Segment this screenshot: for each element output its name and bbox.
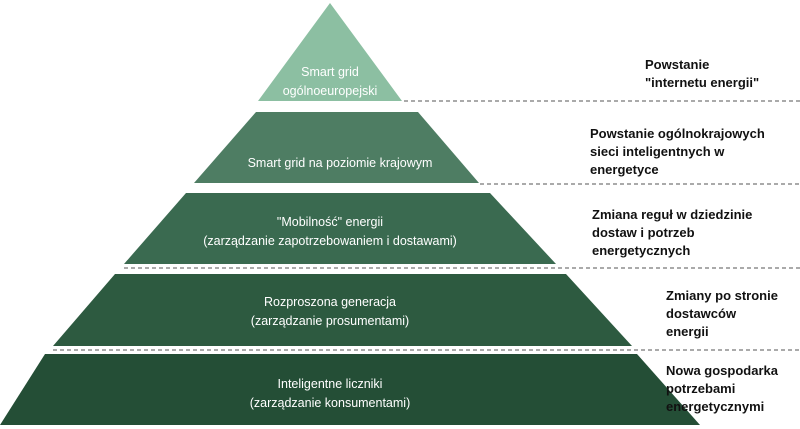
- note-2: Powstanie ogólnokrajowych sieci intelige…: [590, 125, 765, 179]
- note-4-line-3: energii: [666, 324, 709, 339]
- tier-5-shape: [0, 354, 700, 425]
- tier-2-line-1: Smart grid na poziomie krajowym: [247, 156, 433, 170]
- tier-4-shape: [53, 274, 632, 346]
- tier-3-shape: [124, 193, 556, 264]
- note-5-line-1: Nowa gospodarka: [666, 363, 778, 378]
- note-3-line-3: energetycznych: [592, 243, 691, 258]
- tier-1-line-2: ogólnoeuropejski: [282, 84, 378, 98]
- note-4: Zmiany po stronie dostawców energii: [666, 287, 778, 341]
- note-5-line-2: potrzebami: [666, 381, 736, 396]
- note-3-line-2: dostaw i potrzeb: [592, 225, 695, 240]
- note-5-line-3: energetycznymi: [666, 399, 765, 414]
- note-3: Zmiana reguł w dziedzinie dostaw i potrz…: [592, 206, 752, 260]
- note-5: Nowa gospodarka potrzebami energetycznym…: [666, 362, 778, 416]
- note-3-line-1: Zmiana reguł w dziedzinie: [592, 207, 753, 222]
- note-4-line-2: dostawców: [666, 306, 737, 321]
- tier-1-label: Smart grid ogólnoeuropejski: [255, 63, 405, 101]
- note-1-line-1: Powstanie: [645, 57, 710, 72]
- tier-2-label: Smart grid na poziomie krajowym: [200, 154, 480, 173]
- note-1-line-2: "internetu energii": [645, 75, 760, 90]
- tier-3-label: "Mobilność" energii (zarządzanie zapotrz…: [170, 213, 490, 251]
- tier-5-line-2: (zarządzanie konsumentami): [249, 396, 411, 410]
- note-4-line-1: Zmiany po stronie: [666, 288, 778, 303]
- note-2-line-1: Powstanie ogólnokrajowych: [590, 126, 765, 141]
- note-2-line-2: sieci inteligentnych w: [590, 144, 725, 159]
- note-2-line-3: energetyce: [590, 162, 659, 177]
- tier-2-shape: [194, 112, 479, 183]
- tier-3-line-2: (zarządzanie zapotrzebowaniem i dostawam…: [203, 234, 457, 248]
- tier-5-label: Inteligentne liczniki (zarządzanie konsu…: [170, 375, 490, 413]
- tier-5-line-1: Inteligentne liczniki: [277, 377, 383, 391]
- tier-3-line-1: "Mobilność" energii: [276, 215, 384, 229]
- note-1: Powstanie "internetu energii": [645, 56, 759, 92]
- tier-4-label: Rozproszona generacja (zarządzanie prosu…: [170, 293, 490, 331]
- tier-1-shape: [258, 3, 402, 101]
- tier-4-line-2: (zarządzanie prosumentami): [250, 314, 410, 328]
- tier-1-line-1: Smart grid: [301, 65, 359, 79]
- tier-4-line-1: Rozproszona generacja: [263, 295, 397, 309]
